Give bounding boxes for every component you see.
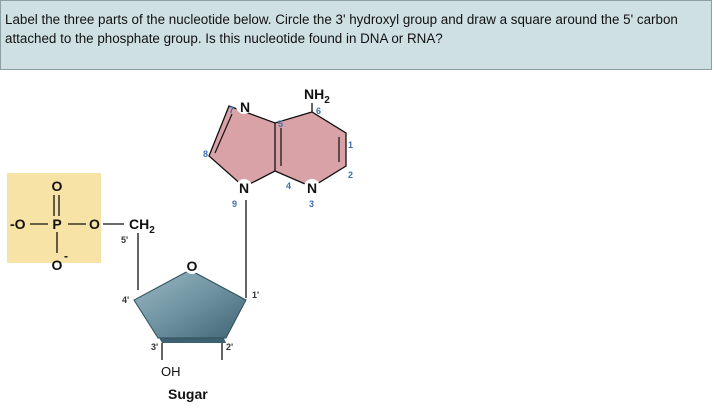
question-box: Label the three parts of the nucleotide … bbox=[0, 0, 712, 70]
base-n3: N bbox=[307, 180, 317, 196]
phosphate-o-left: -O bbox=[10, 216, 26, 232]
phosphate-p: P bbox=[52, 216, 61, 232]
base-n7: N bbox=[240, 99, 250, 115]
base-number-3: 3 bbox=[309, 199, 314, 209]
base-number-6: 6 bbox=[316, 106, 321, 116]
hydroxyl-oh: OH bbox=[161, 364, 181, 379]
ring-o: O bbox=[187, 258, 198, 274]
base-number-2: 2 bbox=[348, 170, 353, 180]
n3-background bbox=[304, 179, 320, 195]
phosphate-highlight bbox=[7, 173, 101, 263]
amino-group: NH2 bbox=[304, 86, 330, 106]
base-number-7: 7 bbox=[229, 105, 234, 115]
sugar-label: Sugar bbox=[168, 386, 208, 402]
prime-4: 4' bbox=[122, 295, 129, 305]
base-double-bond-c bbox=[214, 113, 233, 154]
ring-o-background bbox=[184, 258, 200, 274]
phosphate-o-top: O bbox=[52, 178, 63, 194]
question-text: Label the three parts of the nucleotide … bbox=[5, 12, 678, 46]
prime-2: 2' bbox=[226, 342, 233, 352]
n9-background bbox=[236, 179, 252, 195]
prime-3: 3' bbox=[151, 342, 158, 352]
base-ring bbox=[208, 105, 347, 188]
base-number-5: 5 bbox=[278, 119, 283, 129]
prime-5: 5' bbox=[121, 235, 128, 245]
base-number-8: 8 bbox=[203, 149, 208, 159]
nucleotide-diagram: O -O P O O - CH2 5' O 4' 1' 3' 2' OH Sug… bbox=[7, 86, 353, 402]
base-number-9: 9 bbox=[232, 199, 237, 209]
phosphate-o-right: O bbox=[89, 216, 100, 232]
ch2-label: CH2 bbox=[129, 216, 155, 236]
prime-1: 1' bbox=[252, 290, 259, 300]
phosphate-o-bottom: O bbox=[52, 257, 63, 273]
sugar-ring bbox=[133, 269, 247, 339]
n7-background bbox=[236, 98, 252, 114]
base-number-1: 1 bbox=[348, 140, 353, 150]
phosphate-o-bottom-charge: - bbox=[64, 249, 68, 263]
base-n9: N bbox=[239, 180, 249, 196]
base-number-4: 4 bbox=[286, 181, 291, 191]
